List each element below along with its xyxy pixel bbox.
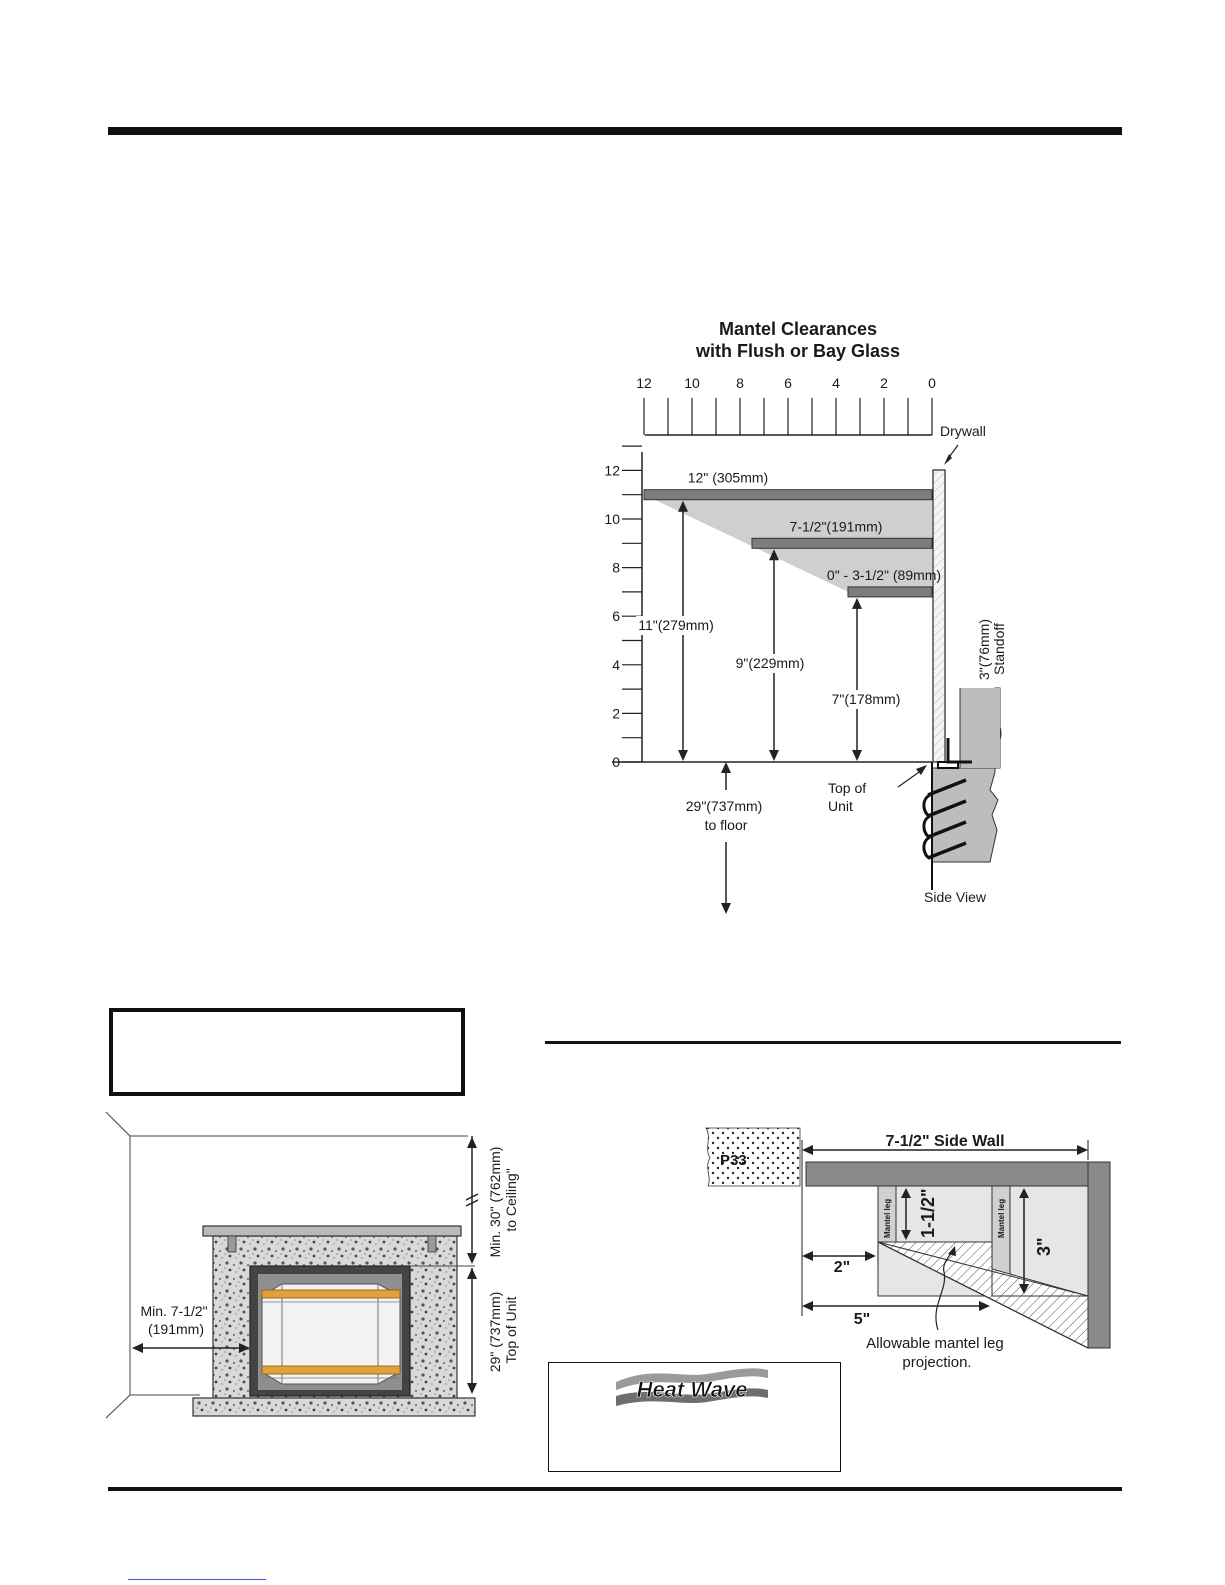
brick-label: P33 [720, 1152, 747, 1169]
left-scale-label: 4 [612, 657, 620, 673]
projection-caption: Allowable mantel leg projection. [866, 1335, 1008, 1371]
heat-wave-logo: Heat Wave [616, 1368, 768, 1406]
dimension-1-5: 1-1/2" [918, 1188, 938, 1238]
floor-arrow-down [721, 903, 731, 914]
top-scale-label: 10 [684, 375, 700, 391]
top-scale-label: 8 [736, 375, 744, 391]
side-clearance-label: Min. 7-1/2" (191mm) [140, 1303, 211, 1337]
height-label-bg [733, 654, 807, 673]
bottom-rule [108, 1487, 1122, 1491]
left-scale-label: 6 [612, 608, 620, 624]
top-of-unit-label: Top of Unit [828, 780, 870, 814]
arrow-head-down [769, 750, 779, 761]
left-scale-ticks [622, 445, 642, 763]
mantel-shelf [202, 1225, 462, 1237]
dimension-2: 2" [834, 1259, 850, 1276]
chart-title-line2: with Flush or Bay Glass [695, 341, 900, 361]
left-scale-label: 10 [604, 511, 620, 527]
top-rule [108, 127, 1122, 135]
top-scale-label: 12 [636, 375, 652, 391]
mantel-top-board [805, 1161, 1089, 1187]
left-scale-label: 2 [612, 705, 620, 721]
gold-trim-top [261, 1289, 401, 1299]
drywall-label: Drywall [940, 423, 986, 439]
left-scale-label: 8 [612, 560, 620, 576]
mantel-height-label: 11"(279mm) [638, 617, 714, 633]
mantel-clearance-diagram: Mantel Clearances with Flush or Bay Glas… [604, 319, 1007, 914]
mantel-leg-diagram: P33 Mantel leg Mantel leg 7-1/2" Side Wa… [705, 1127, 1111, 1371]
mantel-shelf-bar [751, 537, 933, 549]
gold-trim-bottom [261, 1365, 401, 1375]
side-view-coils [927, 778, 967, 860]
heat-wave-logo-text: Heat Wave [637, 1377, 748, 1402]
mantel-depth-label: 12" (305mm) [688, 470, 768, 486]
height-label-bg [636, 616, 716, 635]
top-scale-label: 0 [928, 375, 936, 391]
hearth [192, 1397, 476, 1417]
arrow-head-down [678, 750, 688, 761]
mantel-depth-label: 7-1/2"(191mm) [790, 518, 883, 534]
section-rule [545, 1041, 1121, 1044]
arrow-head-up [678, 500, 688, 512]
floor-label: 29"(737mm) to floor [686, 798, 766, 833]
caption-pointer [935, 1251, 953, 1331]
top-scale-label: 6 [784, 375, 792, 391]
top-scale-label: 4 [832, 375, 840, 391]
arrow-head-up [769, 549, 779, 561]
logo-box [548, 1362, 841, 1472]
note-box [109, 1008, 465, 1096]
mantel-height-label: 7"(178mm) [832, 691, 901, 707]
side-wall-dimension: 7-1/2" Side Wall [885, 1133, 1004, 1150]
footer-link-underline[interactable] [128, 1579, 266, 1580]
mantel-height-label: 9"(229mm) [736, 655, 805, 671]
top-scale-labels: 12 10 8 6 4 2 0 [636, 375, 936, 391]
floor-arrow-up [721, 762, 731, 773]
mantel-shelf-bar [643, 489, 933, 501]
side-view-label: Side View [924, 889, 987, 905]
top-scale-ticks [643, 398, 933, 435]
fireplace-front-view: Min. 30" (762mm) to Ceiling" 29" (737mm)… [105, 1111, 519, 1419]
top-of-unit-pointer [897, 769, 923, 788]
mantel-shelf-bar [847, 586, 933, 598]
mantel-leg-1-label: Mantel leg [883, 1199, 892, 1238]
height-label-bg [829, 690, 903, 709]
arrow-head-down [852, 750, 862, 761]
chart-title-line1: Mantel Clearances [719, 319, 877, 339]
unit-height-label: 29" (737mm) Top of Unit [487, 1288, 519, 1372]
standoff-label: 3"(76mm) Standoff [976, 615, 1007, 680]
top-scale-label: 2 [880, 375, 888, 391]
dimension-3: 3" [1034, 1237, 1054, 1256]
ceiling-clearance-label: Min. 30" (762mm) to Ceiling" [487, 1143, 519, 1258]
left-scale-label: 12 [604, 462, 620, 478]
mantel-leg-2-label: Mantel leg [997, 1199, 1006, 1238]
mantel-depth-label: 0" - 3-1/2" (89mm) [827, 567, 941, 583]
dimension-5: 5" [854, 1311, 870, 1328]
brick-wall [705, 1127, 801, 1187]
arrow-head-up [852, 597, 862, 609]
side-wall [1087, 1161, 1111, 1349]
mantel-shelves: 12" (305mm) 11"(279mm) 7-1/2"(191mm) 9"(229… [636, 470, 941, 761]
